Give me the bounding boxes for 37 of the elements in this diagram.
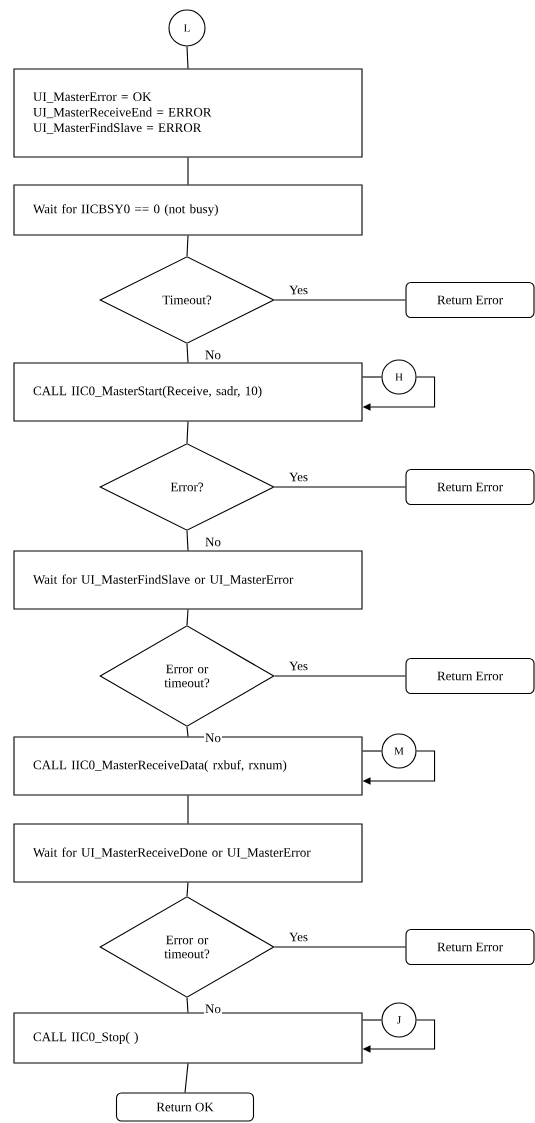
connector-line [362,1019,382,1021]
process-box: Wait for UI_MasterFindSlave or UI_MasterError [13,550,363,610]
connector-line [186,726,189,737]
edge-label: Yes [288,284,309,296]
terminal-box: Return OK [115,1092,255,1122]
terminal-box: Return Error [405,281,535,319]
edge-label: No [204,732,222,744]
connector-line [186,421,189,444]
connector-line [186,235,189,257]
connector-line [187,795,189,824]
connector-line [274,946,406,948]
connector-line [186,609,189,626]
connector-line [187,157,189,185]
terminal-box: Return Error [405,468,535,506]
connector-line [186,530,189,551]
connector-line [274,299,406,301]
process-box: Wait for UI_MasterReceiveDone or UI_MasterError [13,823,363,883]
terminal-box: Return Error [405,928,535,966]
process-box: UI_MasterError = OK UI_MasterReceiveEnd = ERROR UI_MasterFindSlave = ERROR [13,68,363,158]
connector-line [274,675,406,677]
edge-label: Yes [288,931,309,943]
edge-label: No [204,349,222,361]
connector-line [186,343,189,363]
connector-line [184,1063,189,1093]
connector-line [186,882,189,897]
connector-line [186,997,189,1013]
connector-line [274,486,406,488]
terminal-box: Return Error [405,657,535,695]
edge-label: No [204,536,222,548]
edge-label: No [204,1003,222,1015]
connector-line [362,376,382,378]
process-box: CALL IIC0_MasterStart(Receive, sadr, 10) [13,362,363,422]
connector-line [362,750,382,752]
connector-line [186,46,189,69]
process-box: Wait for IICBSY0 == 0 (not busy) [13,184,363,236]
edge-label: Yes [288,471,309,483]
edge-label: Yes [288,660,309,672]
